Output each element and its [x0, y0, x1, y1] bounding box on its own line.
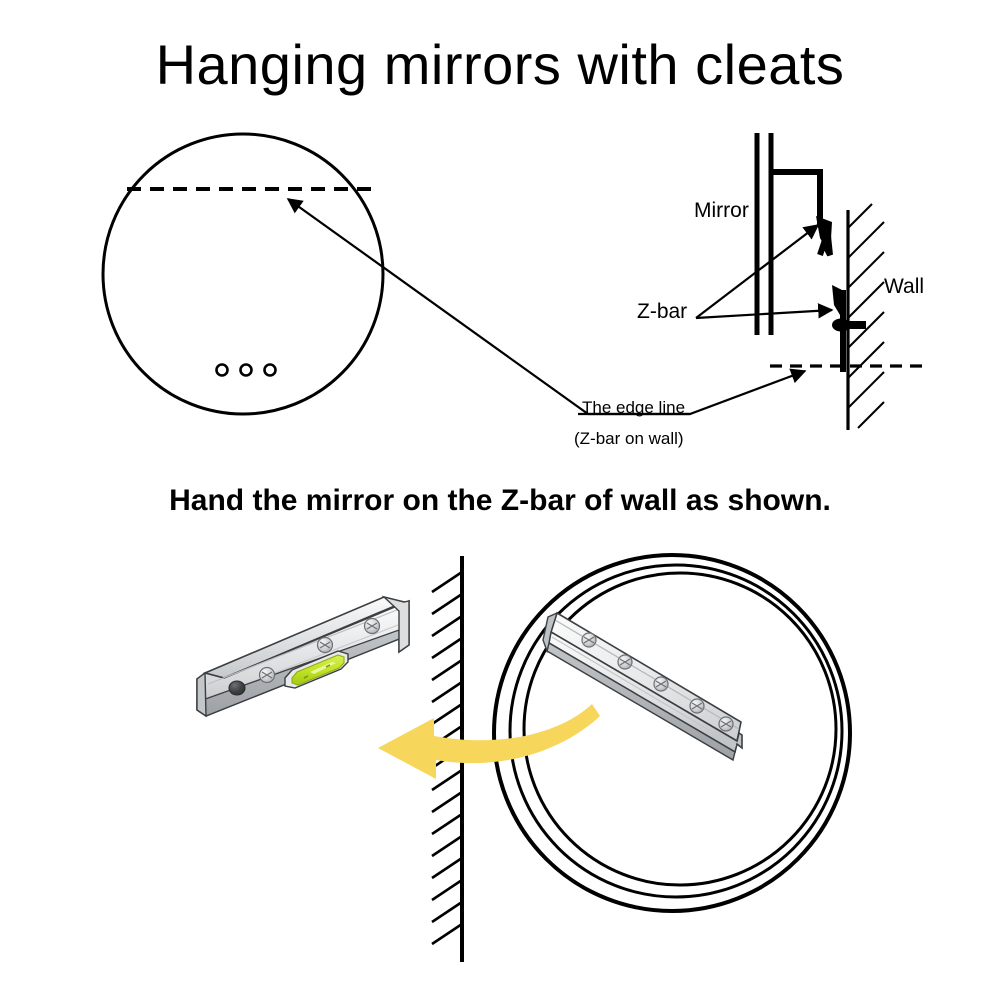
mounting-hole-1	[215, 363, 229, 377]
level-graduation-marks	[303, 664, 331, 679]
cleat-b-highlight	[551, 636, 737, 747]
mirror-front-view	[101, 132, 589, 416]
mounting-illustration	[196, 553, 852, 962]
mounting-hole-3	[263, 363, 277, 377]
mirror-ring-outer	[492, 553, 852, 913]
z-bar-cross-section	[578, 133, 928, 430]
cleat-a-screws	[258, 617, 381, 684]
wall-hatching	[847, 203, 885, 429]
label-edge-line-sub: (Z-bar on wall)	[574, 429, 684, 448]
screw	[689, 698, 705, 714]
instruction-caption: Hand the mirror on the Z-bar of wall as …	[169, 484, 831, 517]
edge-line-leader-to-mirror	[286, 198, 589, 415]
z-bar-cleat-on-mirror-back	[542, 611, 743, 762]
screw	[653, 676, 669, 692]
screw	[718, 716, 734, 732]
screw	[617, 654, 633, 670]
label-zbar: Z-bar	[637, 300, 688, 323]
cleat-a-right-endcap	[381, 595, 410, 654]
mirror-ring-inner	[522, 571, 838, 887]
page-title: Hanging mirrors with cleats	[155, 33, 845, 96]
screw	[581, 632, 597, 648]
screw	[258, 666, 276, 684]
label-mirror: Mirror	[694, 199, 749, 222]
bubble-level	[284, 650, 349, 689]
zbar-leader-upper	[695, 224, 820, 319]
zbar-on-mirror-hook	[816, 216, 832, 256]
mirror-mounting-holes	[215, 363, 277, 377]
motion-arrow-body	[378, 704, 600, 779]
zbar-on-mirror	[771, 169, 833, 257]
mounting-hole-2	[239, 363, 253, 377]
z-bar-cleat-with-level	[196, 595, 410, 718]
zbar-leader-lower	[695, 303, 834, 320]
screw	[316, 636, 334, 654]
cleat-a-left-endcap	[196, 671, 207, 718]
mirror-ring-middle	[508, 563, 844, 899]
label-wall: Wall	[884, 275, 925, 298]
cleat-b-left-endcap	[542, 611, 559, 654]
curved-motion-arrow	[378, 704, 600, 779]
mirror-outline-circle	[101, 132, 385, 416]
cleat-a-end-hole	[228, 680, 246, 696]
wall-screw-shaft	[841, 321, 866, 329]
screw	[363, 617, 381, 635]
label-edge-line: The edge line	[582, 398, 686, 417]
mirror-back-rings	[492, 553, 852, 913]
cleat-b-screws	[581, 632, 734, 732]
